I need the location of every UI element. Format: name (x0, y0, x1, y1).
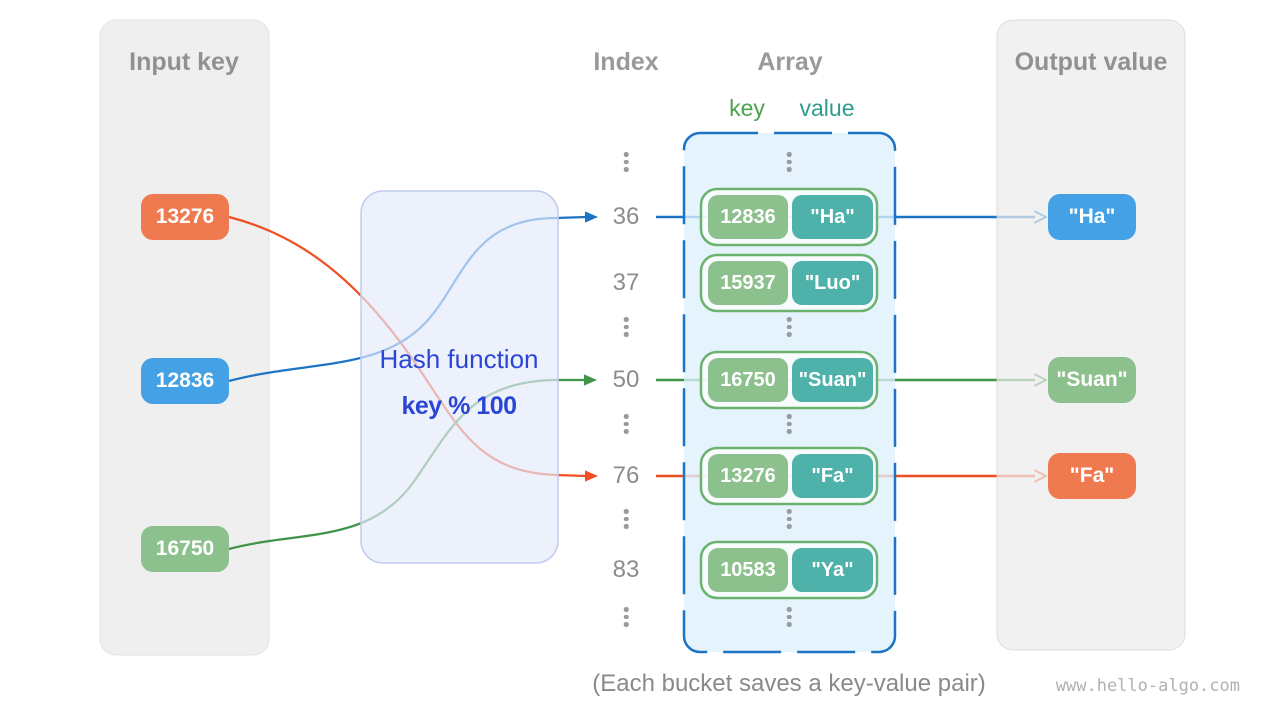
input-panel (99, 19, 270, 656)
ellipsis-dots (623, 152, 629, 172)
arrowhead-orange-icon (585, 470, 598, 482)
output-value-ha: "Ha" (1048, 194, 1136, 240)
ellipsis-dots (623, 414, 629, 434)
input-panel-title: Input key (129, 48, 239, 76)
ellipsis-dots (623, 317, 629, 337)
bucket-value: "Ya" (792, 548, 873, 592)
input-key-13276: 13276 (141, 194, 229, 240)
value-column-label: value (799, 95, 855, 121)
watermark-url: www.hello-algo.com (1055, 676, 1240, 696)
index-76: 76 (612, 462, 640, 489)
ellipsis-dots (623, 607, 629, 627)
hash-function-formula: key % 100 (401, 392, 517, 420)
ellipsis-dots (786, 414, 792, 434)
bucket-key: 10583 (708, 548, 788, 592)
index-37: 37 (612, 269, 640, 296)
index-arrowheads (584, 211, 598, 482)
bucket-key: 16750 (708, 358, 788, 402)
bucket-key: 15937 (708, 261, 788, 305)
ellipsis-dots (623, 509, 629, 529)
arrowhead-blue-icon (585, 211, 598, 223)
output-value-fa: "Fa" (1048, 453, 1136, 499)
input-key-16750: 16750 (141, 526, 229, 572)
ellipsis-dots (786, 509, 792, 529)
output-panel (996, 19, 1186, 651)
output-value-suan: "Suan" (1048, 357, 1136, 403)
bucket-value: "Ha" (792, 195, 873, 239)
bucket-value: "Fa" (792, 454, 873, 498)
bucket-key: 12836 (708, 195, 788, 239)
bucket-value: "Luo" (792, 261, 873, 305)
array-column-header: Array (757, 48, 823, 76)
diagram-caption: (Each bucket saves a key-value pair) (592, 670, 986, 697)
bucket-value: "Suan" (792, 358, 873, 402)
bucket-key: 13276 (708, 454, 788, 498)
index-50: 50 (612, 366, 640, 393)
index-column-header: Index (593, 48, 659, 76)
arrowhead-green-icon (584, 374, 597, 386)
key-column-label: key (729, 95, 765, 121)
index-83: 83 (612, 556, 640, 583)
output-panel-title: Output value (1014, 48, 1168, 76)
ellipsis-dots (786, 152, 792, 172)
hash-function-box (360, 190, 559, 564)
index-36: 36 (612, 203, 640, 230)
ellipsis-dots (786, 317, 792, 337)
ellipsis-dots (786, 607, 792, 627)
hash-function-label: Hash function (379, 344, 539, 374)
input-key-12836: 12836 (141, 358, 229, 404)
